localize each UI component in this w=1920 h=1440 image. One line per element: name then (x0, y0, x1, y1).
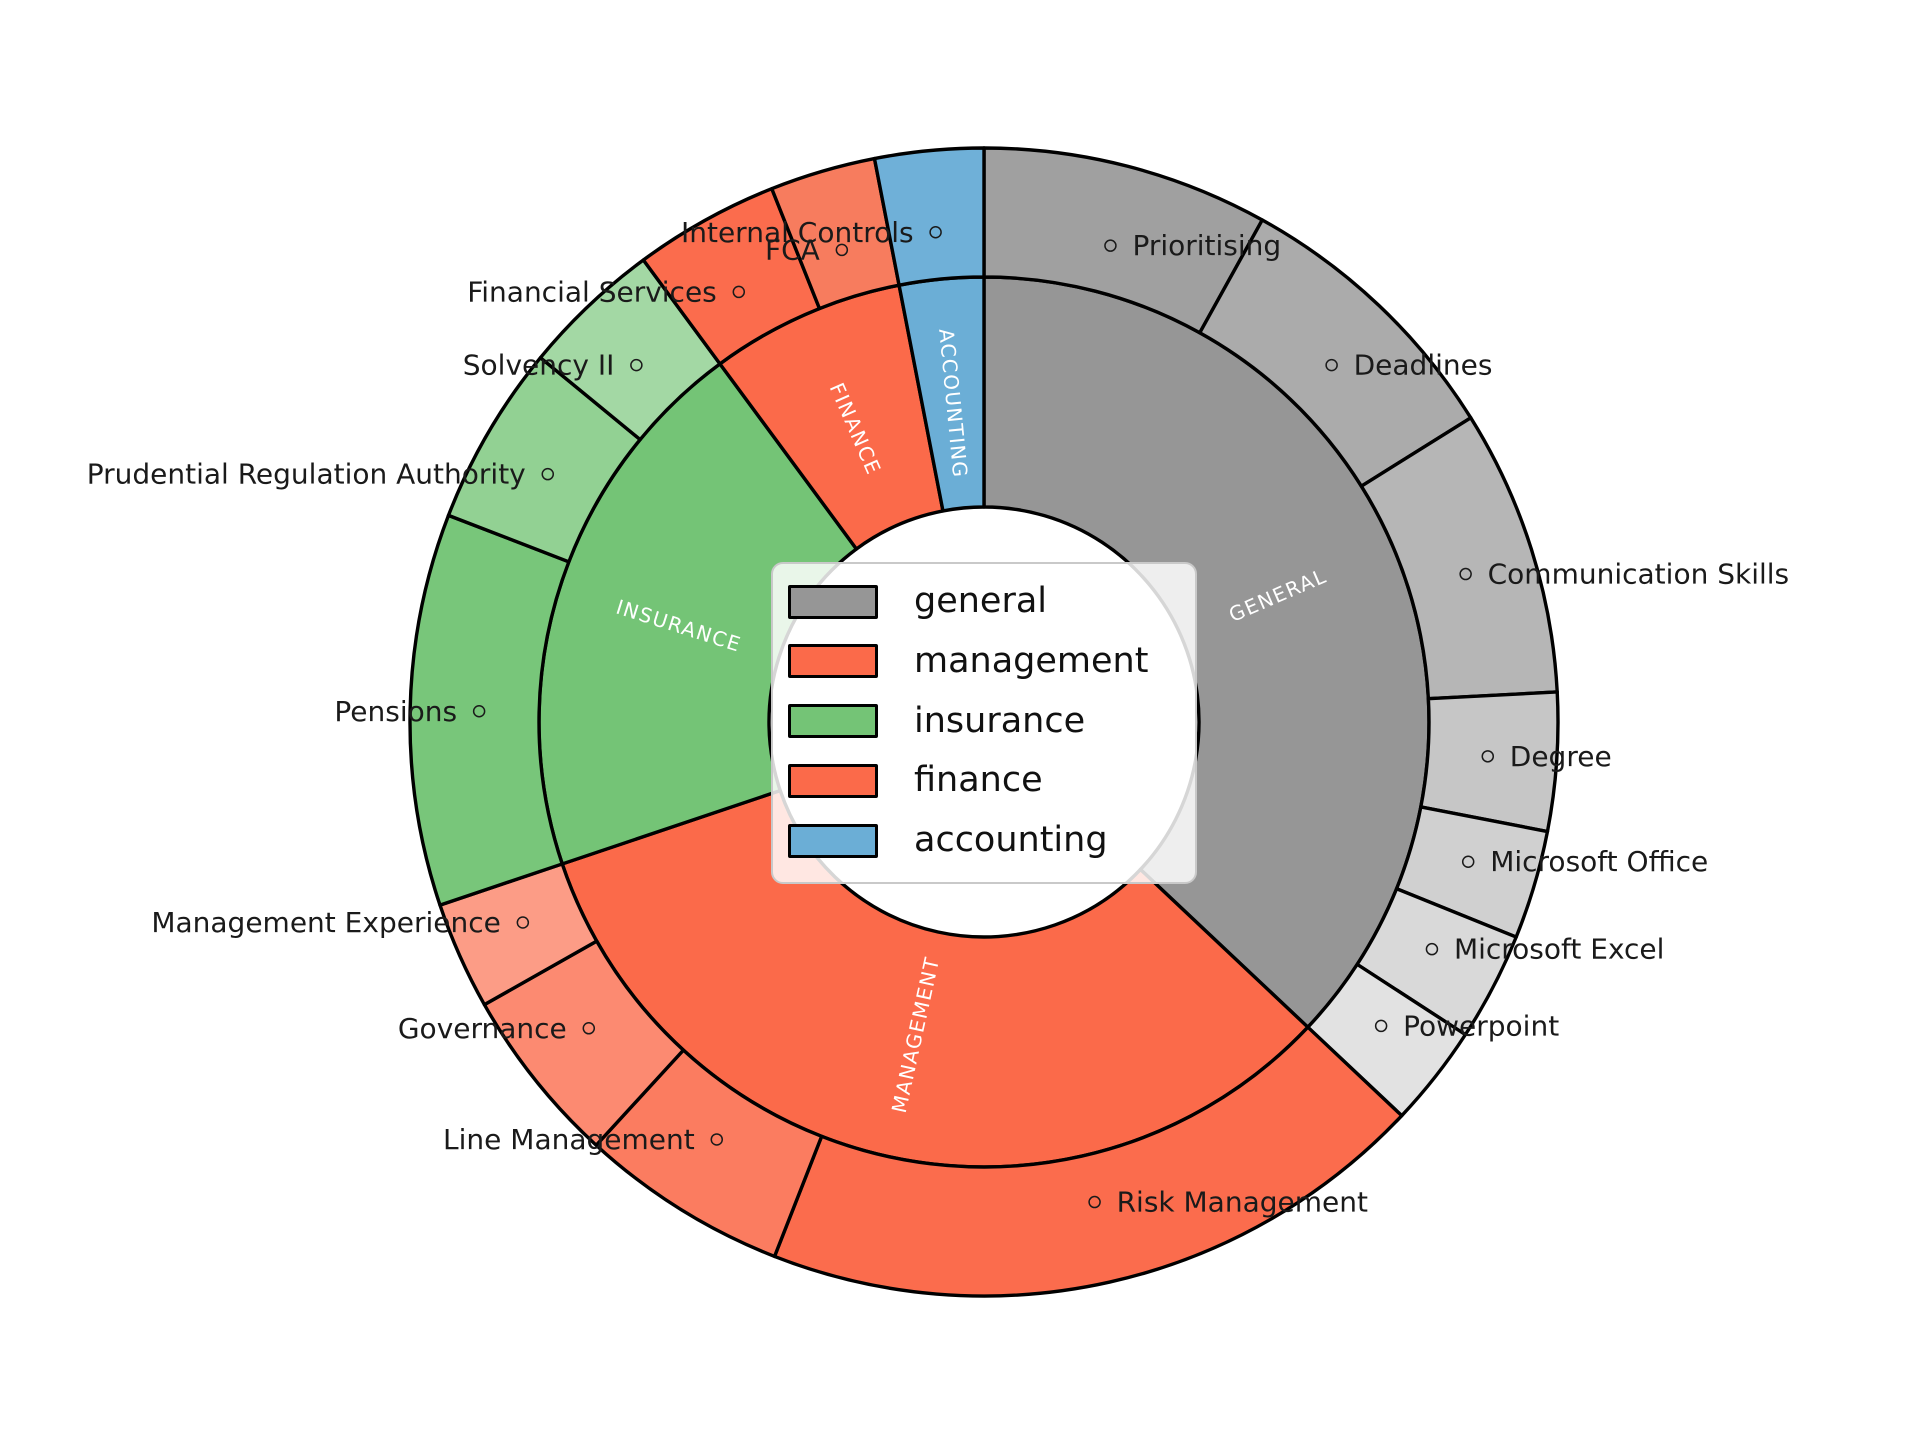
open-circle-icon (630, 358, 643, 372)
legend-label-management: management (914, 640, 1149, 681)
legend-label-general: general (914, 581, 1048, 621)
open-circle-icon (472, 705, 486, 718)
legend-label-accounting: accounting (914, 820, 1108, 860)
subcategory-label-prioritising: Prioritising (1132, 229, 1281, 262)
subcategory-label-fca: FCA (765, 233, 820, 266)
subcategory-label-communication-skills: Communication Skills (1488, 558, 1790, 591)
open-circle-icon (1425, 942, 1439, 956)
legend-item-management: management (788, 640, 1177, 681)
open-circle-icon (1088, 1195, 1101, 1209)
subcategory-label-governance: Governance (398, 1012, 567, 1045)
legend-label-finance: finance (914, 760, 1043, 801)
open-circle-icon (1374, 1019, 1388, 1033)
open-circle-icon (732, 285, 746, 299)
legend-item-accounting: accounting (788, 823, 1177, 858)
legend-swatch-general (788, 584, 878, 619)
open-circle-icon (929, 226, 942, 239)
legend-swatch-accounting (788, 823, 878, 858)
subcategory-label-deadlines: Deadlines (1354, 349, 1493, 382)
open-circle-icon (1481, 750, 1495, 763)
open-circle-icon (1104, 239, 1117, 252)
open-circle-icon (710, 1133, 724, 1146)
legend-label-insurance: insurance (914, 700, 1086, 741)
legend-item-finance: finance (788, 763, 1177, 798)
open-circle-icon (582, 1022, 596, 1035)
open-circle-icon (1459, 567, 1472, 581)
subcategory-label-prudential-regulation-authority: Prudential Regulation Authority (87, 458, 526, 491)
subcategory-label-internal-controls: Internal Controls (681, 216, 914, 249)
open-circle-icon (1461, 855, 1475, 868)
subcategory-label-line-management: Line Management (443, 1123, 695, 1156)
legend-item-general: general (788, 584, 1177, 619)
subcategory-label-pensions: Pensions (334, 695, 457, 728)
subcategory-label-financial-services: Financial Services (467, 275, 717, 308)
legend-swatch-insurance (788, 704, 878, 738)
subcategory-label-management-experience: Management Experience (151, 906, 501, 939)
legend-item-insurance: insurance (788, 700, 1177, 741)
subcategory-label-microsoft-excel: Microsoft Excel (1454, 933, 1665, 966)
subcategory-wedge-internal-controls (872, 146, 986, 287)
open-circle-icon (516, 916, 530, 929)
legend-swatch-management (788, 644, 878, 679)
legend-swatch-finance (788, 763, 878, 798)
subcategory-label-degree: Degree (1510, 740, 1612, 773)
subcategory-label-microsoft-office: Microsoft Office (1490, 845, 1708, 878)
subcategory-label-solvency-ii: Solvency II (463, 349, 615, 382)
subcategory-label-risk-management: Risk Management (1117, 1186, 1368, 1219)
open-circle-icon (835, 243, 849, 257)
open-circle-icon (541, 467, 555, 481)
open-circle-icon (1325, 358, 1338, 372)
legend: general management insurance finance account… (771, 562, 1197, 884)
subcategory-label-powerpoint: Powerpoint (1403, 1009, 1559, 1042)
